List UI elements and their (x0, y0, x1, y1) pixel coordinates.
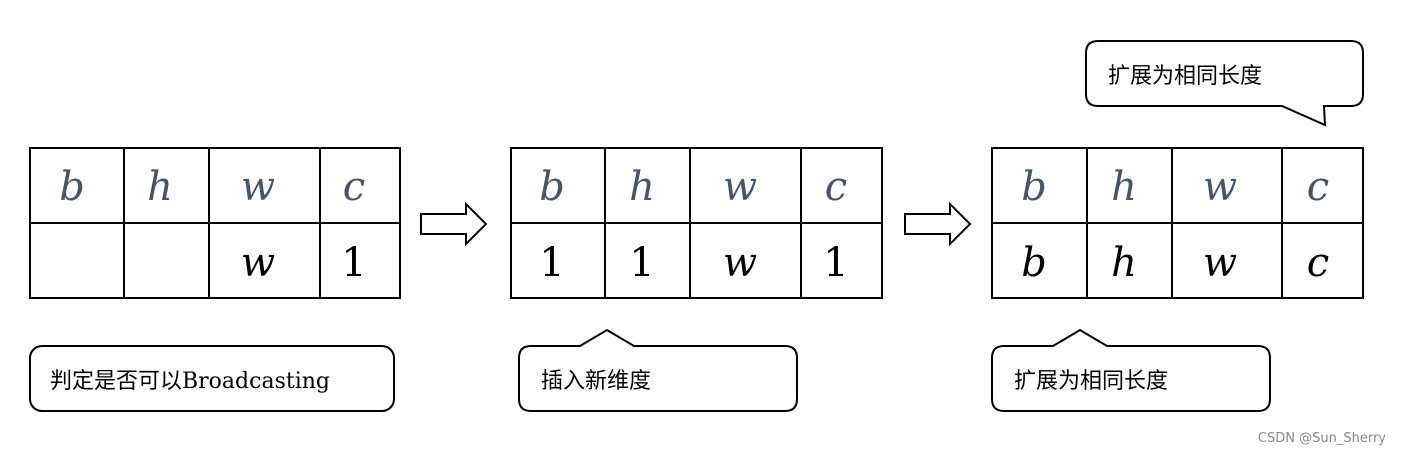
t1-header-w: w (241, 164, 275, 210)
callout-insert: 插入新维度 (518, 328, 798, 412)
table-original: b h w c w 1 (29, 147, 401, 299)
t2-header-c: c (825, 164, 847, 210)
callout-expand-bottom-text: 扩展为相同长度 (1014, 369, 1168, 394)
right-arrow-icon (904, 201, 972, 247)
callout-expand-bottom-box (991, 328, 1271, 412)
t3-value-b: b (1021, 240, 1047, 286)
t2-header-w: w (723, 164, 757, 210)
t2-value-h: 1 (629, 240, 654, 286)
t3-header-w: w (1203, 164, 1237, 210)
watermark: CSDN @Sun_Sherry (1257, 431, 1386, 446)
t1-value-c: 1 (341, 240, 366, 286)
t2-header-b: b (539, 164, 565, 210)
callout-expand-top: 扩展为相同长度 (1085, 40, 1364, 127)
t2-header-h: h (629, 164, 655, 210)
t1-header-h: h (147, 164, 173, 210)
callout-insert-box (518, 328, 798, 412)
t3-value-w: w (1203, 240, 1237, 286)
t2-value-c: 1 (823, 240, 848, 286)
callout-expand-bottom: 扩展为相同长度 (991, 328, 1271, 412)
t1-header-c: c (343, 164, 365, 210)
callout-expand-top-text: 扩展为相同长度 (1108, 64, 1262, 89)
t3-value-c: c (1307, 240, 1329, 286)
t3-header-b: b (1021, 164, 1047, 210)
t3-header-c: c (1307, 164, 1329, 210)
t2-value-b: 1 (539, 240, 564, 286)
t3-value-h: h (1111, 240, 1137, 286)
right-arrow-icon (420, 201, 488, 247)
callout-judge-text: 判定是否可以Broadcasting (50, 369, 330, 394)
callout-expand-top-box (1085, 40, 1364, 127)
t1-value-w: w (241, 240, 275, 286)
t3-header-h: h (1111, 164, 1137, 210)
t2-value-w: w (723, 240, 757, 286)
table-expanded: b h w c b h w c (991, 147, 1364, 299)
t1-header-b: b (59, 164, 85, 210)
callout-judge: 判定是否可以Broadcasting (29, 345, 395, 412)
callout-insert-text: 插入新维度 (541, 369, 651, 394)
callout-judge-box (29, 345, 395, 412)
table-inserted: b h w c 1 1 w 1 (510, 147, 883, 299)
